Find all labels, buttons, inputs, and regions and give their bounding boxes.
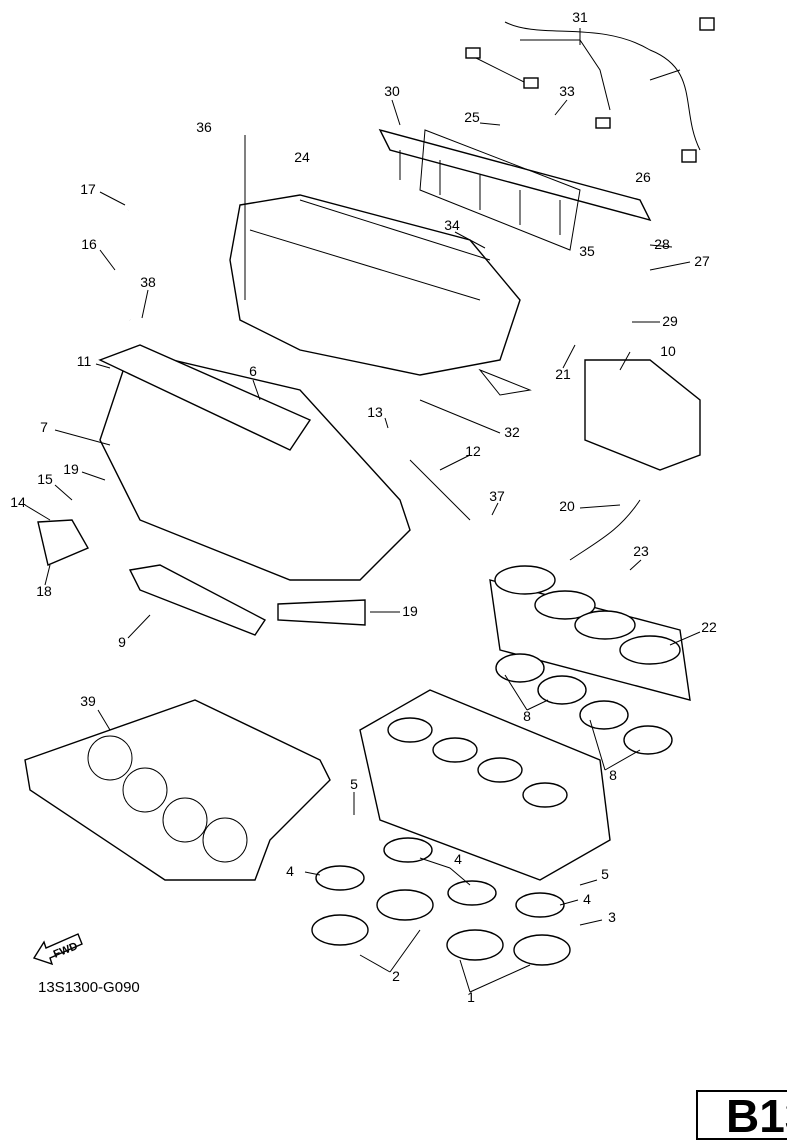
callout-13: 13 (367, 404, 383, 420)
funnel (494, 565, 556, 595)
arrow-forward-icon: FWD (32, 933, 83, 966)
callout-21: 21 (555, 366, 571, 382)
bore (522, 782, 568, 808)
airbox-cover-rib (249, 199, 491, 301)
callout-1: 1 (467, 989, 475, 1005)
page-label-box: B13 (696, 1090, 787, 1142)
gasket-35 (419, 129, 581, 251)
clamp (515, 892, 565, 918)
callout-17: 17 (80, 181, 96, 197)
callout-19: 19 (63, 461, 79, 477)
callout-15: 15 (37, 471, 53, 487)
o-ring (495, 653, 545, 683)
callout-26: 26 (635, 169, 651, 185)
intake-joint (311, 914, 369, 946)
callout-39: 39 (80, 693, 96, 709)
callout-11: 11 (77, 353, 92, 369)
o-ring (623, 725, 673, 755)
hose-12 (409, 459, 471, 521)
intake-joint (513, 934, 571, 966)
diagram-code: 13S1300-G090 (38, 979, 140, 996)
clamp (447, 880, 497, 906)
seal-32 (478, 368, 532, 396)
connector (681, 149, 697, 163)
funnel (619, 635, 681, 665)
callout-4: 4 (286, 863, 294, 879)
callout-9: 9 (118, 634, 126, 650)
connector (465, 47, 481, 59)
page-label: B13 (726, 1090, 787, 1142)
callout-14: 14 (10, 494, 26, 510)
callout-12: 12 (465, 443, 481, 459)
leader-lines (24, 28, 701, 993)
block-18 (37, 519, 89, 566)
connector (699, 17, 715, 31)
callout-4: 4 (454, 851, 462, 867)
o-ring (579, 700, 629, 730)
callout-29: 29 (662, 313, 678, 329)
callout-25: 25 (464, 109, 480, 125)
gasket-39 (24, 699, 331, 881)
callout-28: 28 (654, 236, 670, 252)
bore (387, 717, 433, 743)
callout-31: 31 (572, 9, 588, 25)
callout-5: 5 (350, 776, 358, 792)
air-duct-11 (98, 344, 312, 451)
gasket-hole (162, 797, 208, 843)
filter-9 (128, 564, 267, 636)
airbox-lower (99, 349, 411, 581)
funnel (574, 610, 636, 640)
callout-36: 36 (196, 119, 212, 135)
callout-20: 20 (559, 498, 575, 514)
callout-22: 22 (701, 619, 717, 635)
callout-4: 4 (583, 891, 591, 907)
callout-2: 2 (392, 968, 400, 984)
callout-38: 38 (140, 274, 156, 290)
bore (432, 737, 478, 763)
callout-37: 37 (489, 488, 505, 504)
callout-3: 3 (608, 909, 616, 925)
airbox-cover (229, 194, 521, 376)
clamp (315, 865, 365, 891)
callout-24: 24 (294, 149, 310, 165)
callout-27: 27 (694, 253, 710, 269)
callout-5: 5 (601, 866, 609, 882)
callout-35: 35 (579, 243, 595, 259)
callout-10: 10 (660, 343, 676, 359)
hose-inner (103, 207, 133, 323)
clamp (383, 837, 433, 863)
callout-16: 16 (81, 236, 97, 252)
callout-8: 8 (609, 767, 617, 783)
connector (595, 117, 611, 129)
callout-18: 18 (36, 583, 52, 599)
fuel-hose-20 (569, 499, 641, 561)
callout-19: 19 (402, 603, 418, 619)
callout-32: 32 (504, 424, 520, 440)
gasket-hole (202, 817, 248, 863)
fuel-rail (378, 128, 652, 222)
o-ring (537, 675, 587, 705)
gasket-hole (122, 767, 168, 813)
callout-7: 7 (40, 419, 48, 435)
funnel (534, 590, 596, 620)
connector (523, 77, 539, 89)
injector-row (399, 150, 561, 235)
wire-harness (469, 21, 701, 151)
callout-34: 34 (444, 217, 460, 233)
strip-19 (277, 599, 366, 626)
callout-33: 33 (559, 83, 575, 99)
fuel-pump (584, 359, 701, 471)
bore (477, 757, 523, 783)
callout-8: 8 (523, 708, 531, 724)
callout-23: 23 (633, 543, 649, 559)
gasket-hole (87, 735, 133, 781)
callout-6: 6 (249, 363, 257, 379)
callout-30: 30 (384, 83, 400, 99)
intake-joint (446, 929, 504, 961)
intake-joint (376, 889, 434, 921)
